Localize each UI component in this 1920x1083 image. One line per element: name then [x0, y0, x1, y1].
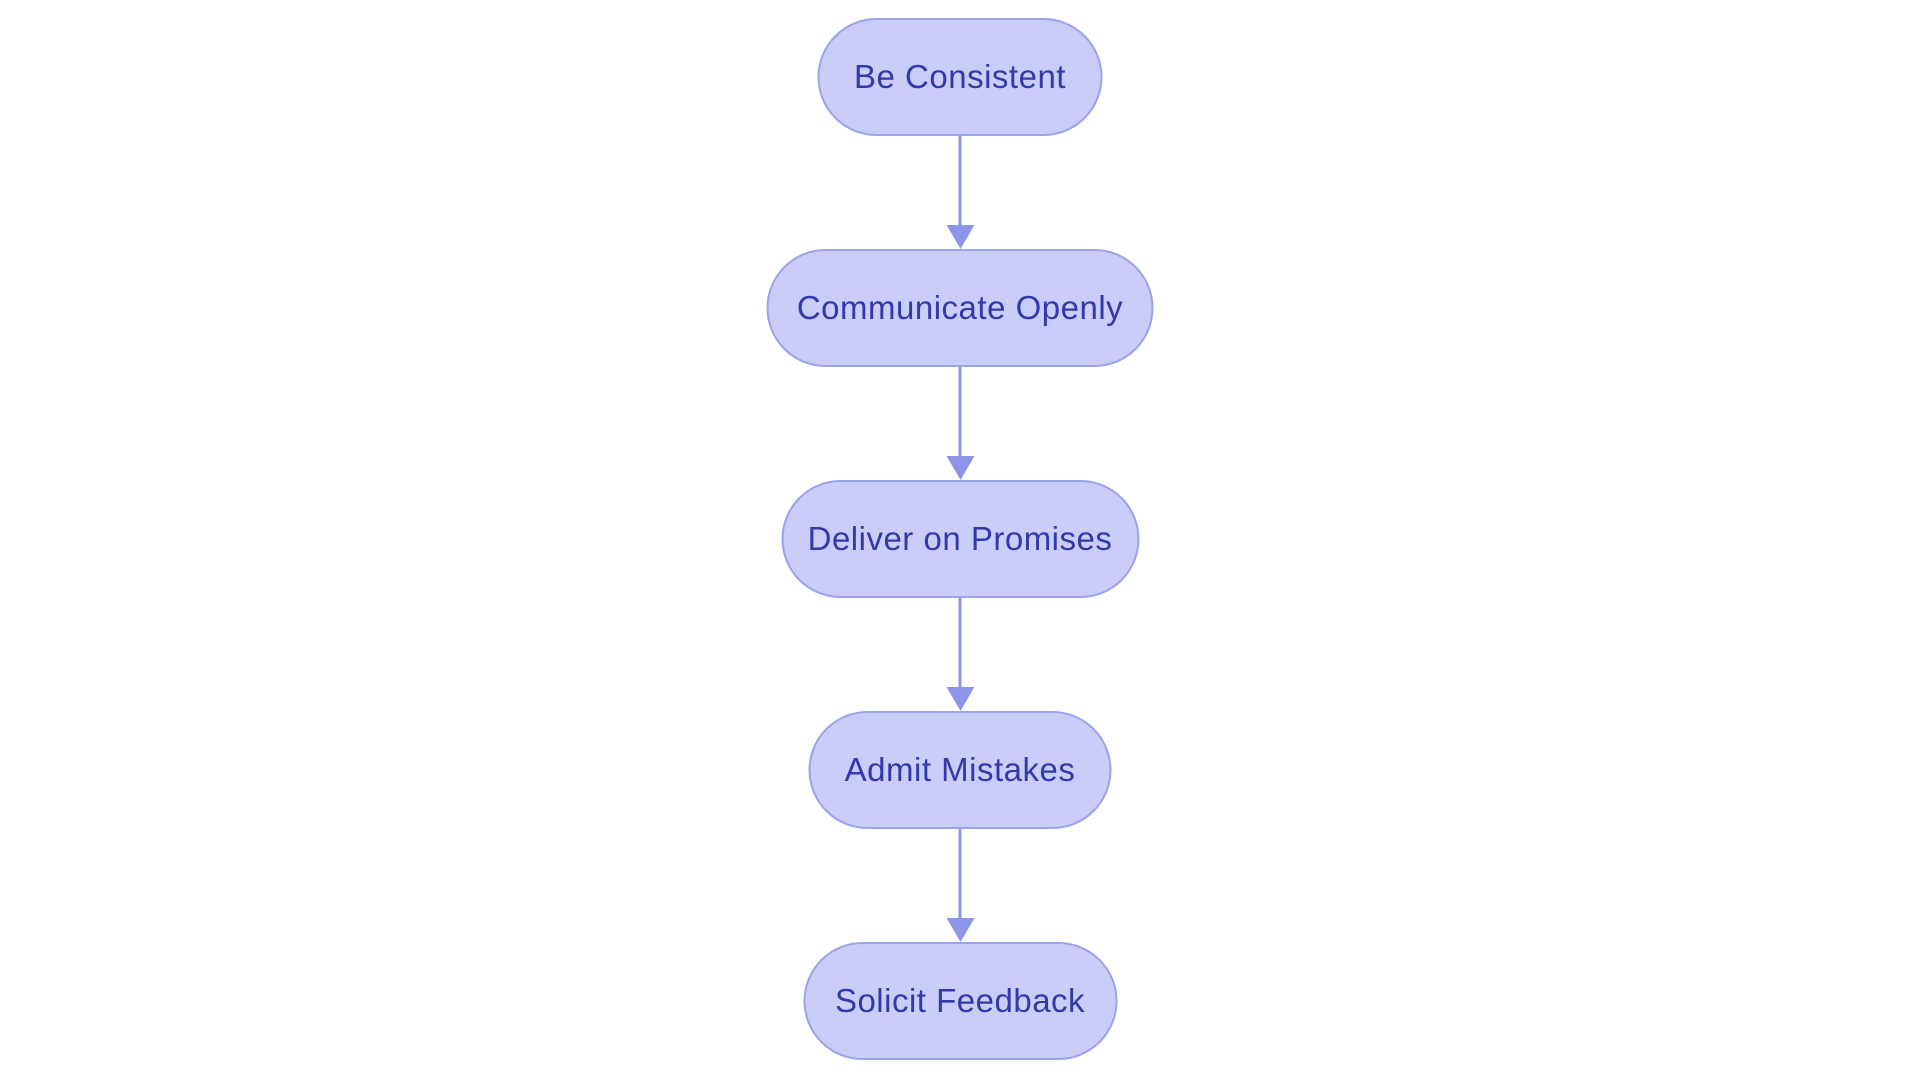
arrow-head-icon: [946, 918, 974, 942]
flow-node-solicit-feedback: Solicit Feedback: [803, 942, 1117, 1060]
arrow-head-icon: [946, 225, 974, 249]
flow-node-be-consistent: Be Consistent: [817, 18, 1103, 136]
flow-node-deliver-on-promises: Deliver on Promises: [781, 480, 1139, 598]
arrow-line: [958, 598, 962, 687]
arrow-connector: [946, 367, 974, 480]
arrow-head-icon: [946, 456, 974, 480]
arrow-connector: [946, 829, 974, 942]
arrow-connector: [946, 136, 974, 249]
flow-column: Be Consistent Communicate Openly Deliver…: [766, 18, 1154, 1060]
arrow-line: [958, 367, 962, 456]
flow-node-communicate-openly: Communicate Openly: [766, 249, 1154, 367]
flow-node-admit-mistakes: Admit Mistakes: [808, 711, 1112, 829]
arrow-head-icon: [946, 687, 974, 711]
arrow-line: [958, 829, 962, 918]
arrow-connector: [946, 598, 974, 711]
arrow-line: [958, 136, 962, 225]
